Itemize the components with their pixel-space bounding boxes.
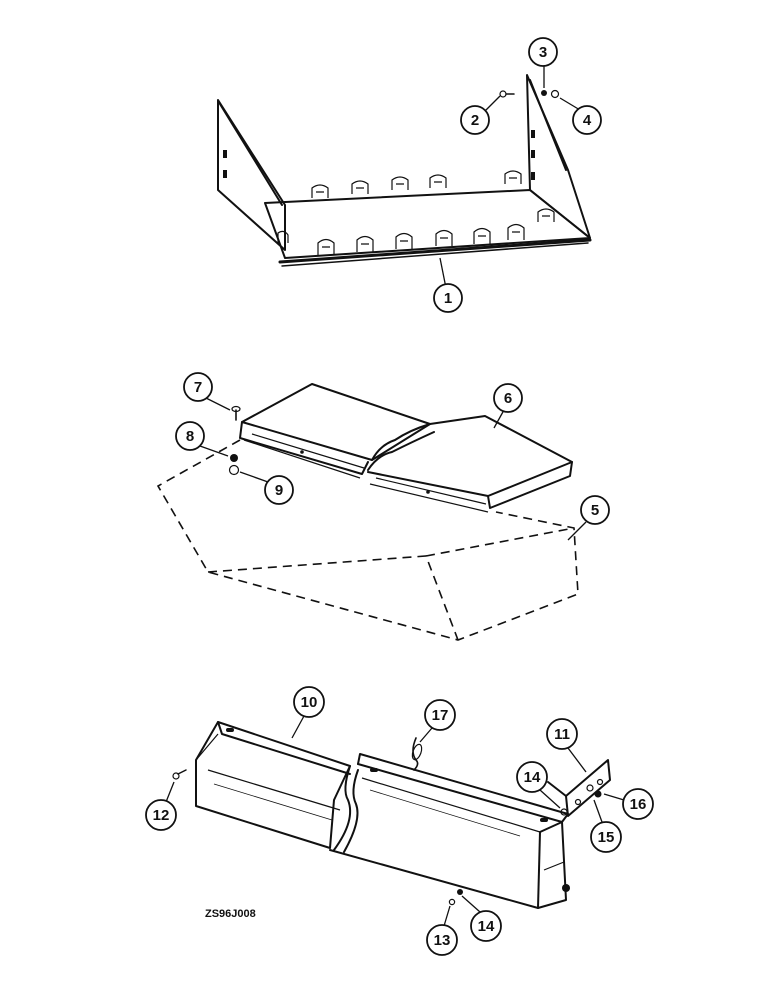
callout-10: 10: [293, 686, 325, 718]
callout-6: 6: [493, 383, 523, 413]
callout-9-label: 9: [275, 482, 283, 499]
callout-14-bottom-label: 14: [478, 918, 495, 935]
callout-8: 8: [175, 421, 205, 451]
callout-15: 15: [590, 821, 622, 853]
callout-13-label: 13: [434, 932, 451, 949]
callout-14-bottom: 14: [470, 910, 502, 942]
callout-3-label: 3: [539, 44, 547, 61]
callout-2: 2: [460, 105, 490, 135]
callout-8-label: 8: [186, 428, 194, 445]
callout-4: 4: [572, 105, 602, 135]
callout-13: 13: [426, 924, 458, 956]
channel-part-10: [172, 721, 611, 909]
tray-part-1: [217, 74, 592, 267]
callout-5-label: 5: [591, 502, 599, 519]
box-outline-part-5: [156, 439, 579, 641]
callout-7-label: 7: [194, 379, 202, 396]
callout-4-label: 4: [583, 112, 592, 129]
callout-14-right-label: 14: [524, 769, 541, 786]
callout-15-label: 15: [598, 829, 615, 846]
callout-12: 12: [145, 799, 177, 831]
callout-17-label: 17: [432, 707, 449, 724]
callout-17: 17: [424, 699, 456, 731]
callout-3: 3: [528, 37, 558, 67]
callout-5: 5: [580, 495, 610, 525]
callout-2-label: 2: [471, 112, 479, 129]
callout-11-label: 11: [554, 726, 570, 743]
callout-1: 1: [433, 283, 463, 313]
callouts: 1 2 3 4 5 6: [145, 37, 654, 956]
callout-16-label: 16: [630, 796, 647, 813]
drawing-code: ZS96J008: [205, 908, 256, 920]
callout-1-label: 1: [444, 290, 452, 307]
callout-16: 16: [622, 788, 654, 820]
callout-6-label: 6: [504, 390, 512, 407]
callout-7: 7: [183, 372, 213, 402]
callout-14-right: 14: [516, 761, 548, 793]
callout-11: 11: [546, 718, 578, 750]
callout-9: 9: [264, 475, 294, 505]
callout-12-label: 12: [153, 807, 170, 824]
callout-10-label: 10: [301, 694, 318, 711]
cover-part-6: [228, 383, 573, 513]
